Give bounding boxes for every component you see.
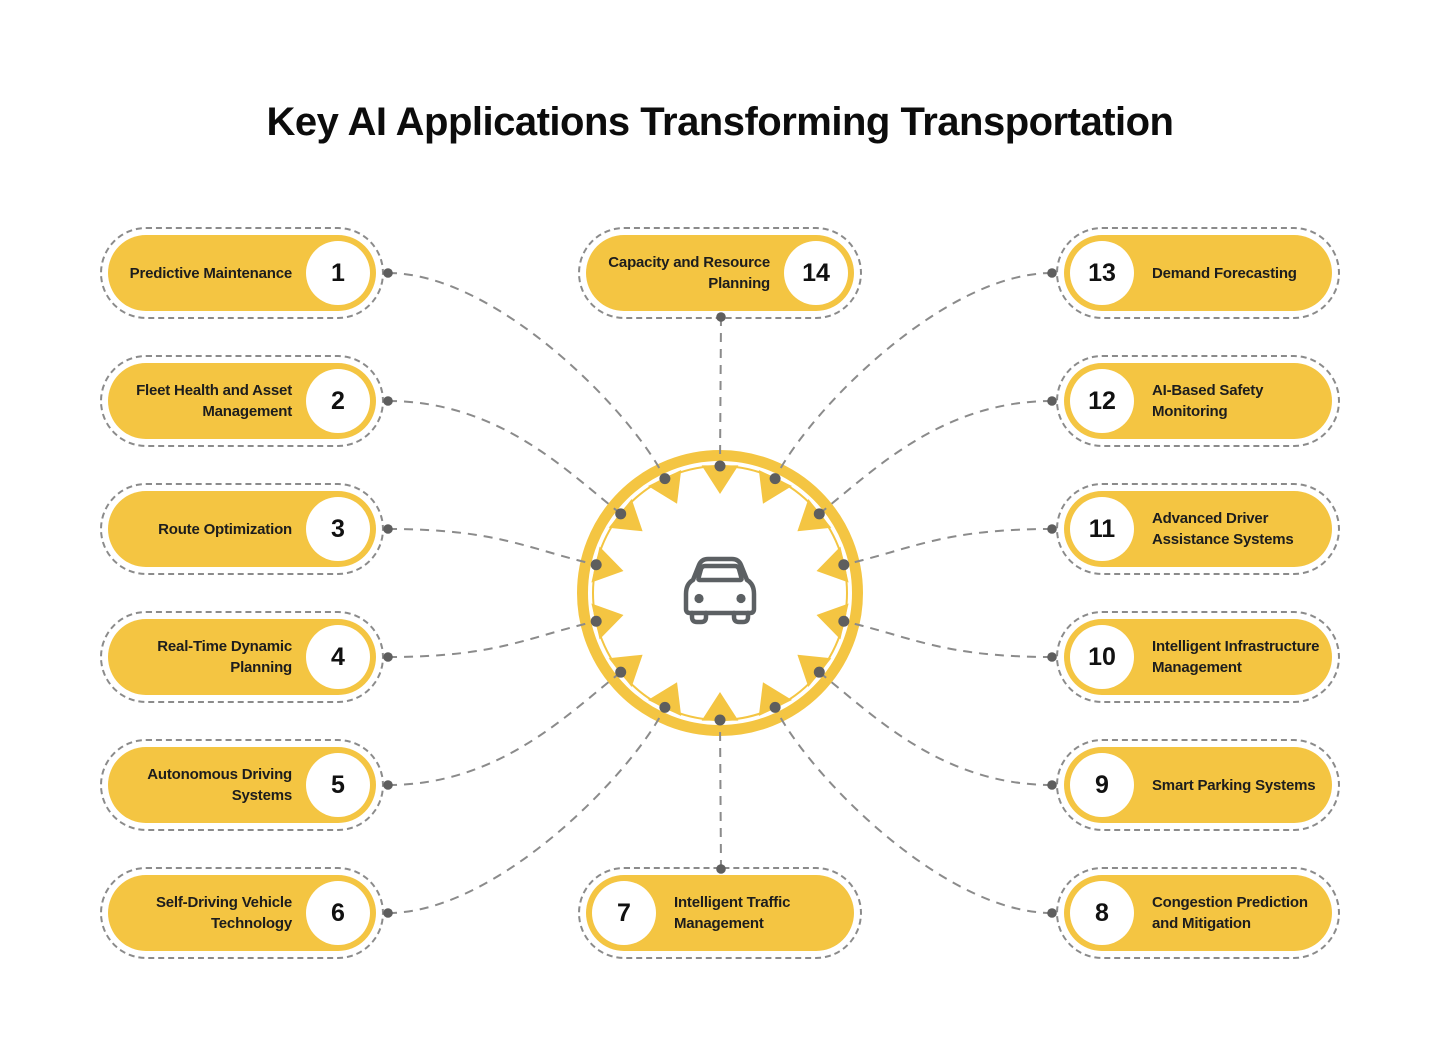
node-pill-10: Intelligent Infrastructure Management 10 — [1056, 611, 1340, 703]
node-label: Self-Driving Vehicle Technology — [155, 894, 292, 932]
node-label: Route Optimization — [158, 520, 292, 538]
node-pill-body: Fleet Health and Asset Management 2 — [108, 363, 376, 439]
node-pill-body: Autonomous Driving Systems 5 — [108, 747, 376, 823]
car-icon — [683, 556, 757, 625]
node-label: Intelligent Traffic Management — [674, 894, 791, 932]
node-pill-body: Intelligent Infrastructure Management 10 — [1064, 619, 1332, 695]
node-pill-7: Intelligent Traffic Management 7 — [578, 867, 862, 959]
node-number-badge: 12 — [1070, 369, 1134, 433]
node-pill-4: Real-Time Dynamic Planning 4 — [100, 611, 384, 703]
node-pill-2: Fleet Health and Asset Management 2 — [100, 355, 384, 447]
node-label: Demand Forecasting — [1152, 264, 1297, 282]
node-pill-3: Route Optimization 3 — [100, 483, 384, 575]
connector-lines — [387, 272, 1053, 914]
node-pill-body: Congestion Prediction and Mitigation 8 — [1064, 875, 1332, 951]
node-pill-body: Self-Driving Vehicle Technology 6 — [108, 875, 376, 951]
node-label: Capacity and Resource Planning — [608, 254, 770, 292]
hub-ring — [577, 450, 863, 736]
node-number-badge: 1 — [306, 241, 370, 305]
node-number-badge: 8 — [1070, 881, 1134, 945]
node-number-badge: 4 — [306, 625, 370, 689]
node-pill-11: Advanced Driver Assistance Systems 11 — [1056, 483, 1340, 575]
node-pill-6: Self-Driving Vehicle Technology 6 — [100, 867, 384, 959]
node-number-badge: 13 — [1070, 241, 1134, 305]
node-label: Real-Time Dynamic Planning — [157, 638, 292, 676]
node-number-badge: 3 — [306, 497, 370, 561]
node-pill-12: AI-Based Safety Monitoring 12 — [1056, 355, 1340, 447]
node-pill-14: Capacity and Resource Planning 14 — [578, 227, 862, 319]
node-pill-9: Smart Parking Systems 9 — [1056, 739, 1340, 831]
node-number-badge: 6 — [306, 881, 370, 945]
node-pill-body: AI-Based Safety Monitoring 12 — [1064, 363, 1332, 439]
node-pill-13: Demand Forecasting 13 — [1056, 227, 1340, 319]
node-label: Advanced Driver Assistance Systems — [1152, 510, 1294, 548]
node-label: Intelligent Infrastructure Management — [1152, 638, 1320, 676]
node-number-badge: 10 — [1070, 625, 1134, 689]
node-number-badge: 14 — [784, 241, 848, 305]
page-title: Key AI Applications Transforming Transpo… — [266, 100, 1175, 144]
node-number-badge: 9 — [1070, 753, 1134, 817]
node-pill-body: Smart Parking Systems 9 — [1064, 747, 1332, 823]
node-pill-body: Capacity and Resource Planning 14 — [586, 235, 854, 311]
node-number-badge: 5 — [306, 753, 370, 817]
node-pill-body: Predictive Maintenance 1 — [108, 235, 376, 311]
node-label: Smart Parking Systems — [1152, 776, 1316, 794]
node-pill-1: Predictive Maintenance 1 — [100, 227, 384, 319]
node-pill-5: Autonomous Driving Systems 5 — [100, 739, 384, 831]
node-number-badge: 2 — [306, 369, 370, 433]
node-pill-body: Advanced Driver Assistance Systems 11 — [1064, 491, 1332, 567]
node-label: Fleet Health and Asset Management — [136, 382, 292, 420]
connector-dots — [383, 268, 1057, 918]
node-label: Predictive Maintenance — [129, 264, 293, 282]
node-number-badge: 11 — [1070, 497, 1134, 561]
hub-sun-pattern — [591, 465, 849, 721]
node-pill-body: Demand Forecasting 13 — [1064, 235, 1332, 311]
node-pill-body: Intelligent Traffic Management 7 — [586, 875, 854, 951]
node-pill-body: Route Optimization 3 — [108, 491, 376, 567]
node-label: Congestion Prediction and Mitigation — [1152, 894, 1308, 932]
node-label: AI-Based Safety Monitoring — [1152, 382, 1264, 420]
node-pill-body: Real-Time Dynamic Planning 4 — [108, 619, 376, 695]
node-label: Autonomous Driving Systems — [147, 766, 292, 804]
node-pill-8: Congestion Prediction and Mitigation 8 — [1056, 867, 1340, 959]
node-number-badge: 7 — [592, 881, 656, 945]
